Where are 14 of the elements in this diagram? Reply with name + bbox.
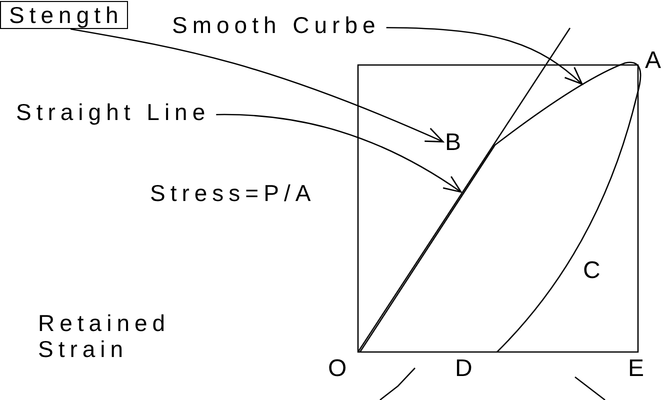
annotation-text: Retained Strain <box>38 310 172 362</box>
point-label: D <box>455 356 478 382</box>
leader-line <box>70 28 444 142</box>
leader-line <box>216 114 462 193</box>
label-box: Stength <box>0 1 128 29</box>
point-label: O <box>328 356 352 382</box>
callout-text: Straight Line <box>16 99 210 125</box>
point-label: B <box>445 130 466 156</box>
callout-text: Smooth Curbe <box>172 12 380 38</box>
annotation-text: Stress=P/A <box>150 180 316 206</box>
point-label: C <box>583 258 606 284</box>
point-label: A <box>645 48 666 74</box>
leader-line <box>386 26 583 85</box>
point-label: E <box>628 356 650 382</box>
